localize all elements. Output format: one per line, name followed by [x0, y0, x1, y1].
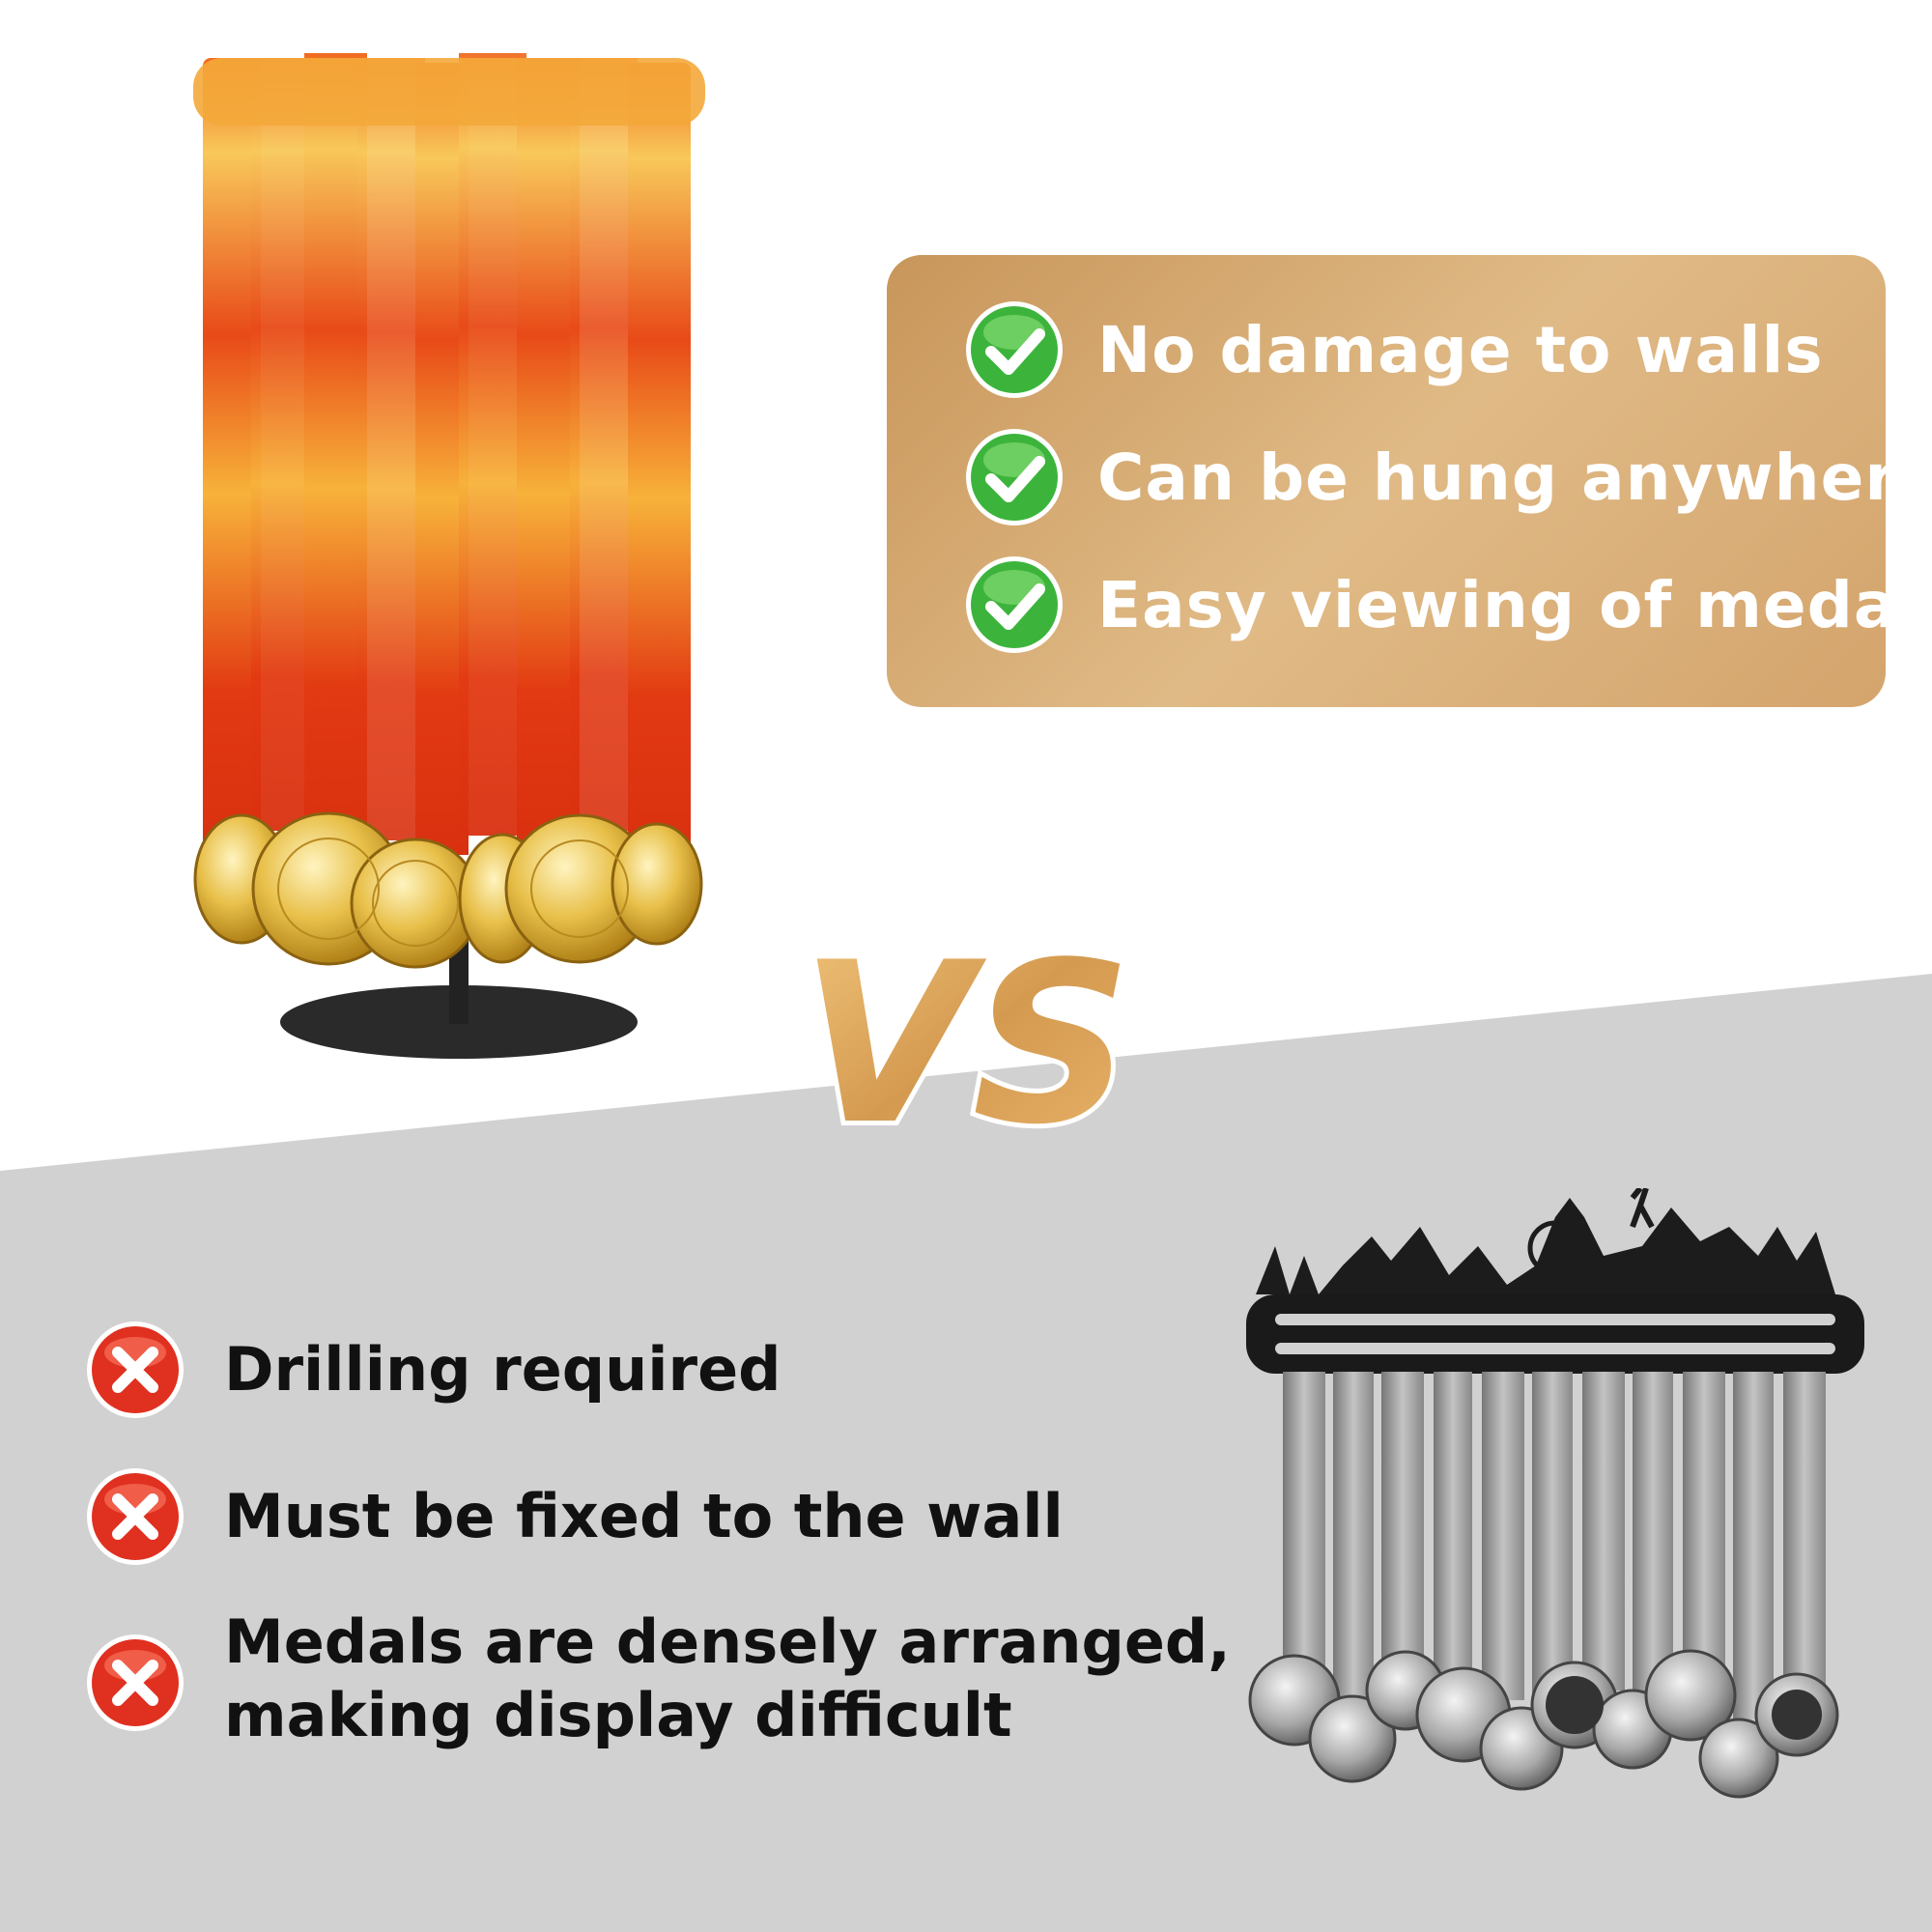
- x-icon: [87, 1321, 184, 1418]
- con-item: [85, 1633, 185, 1733]
- check-icon: [966, 429, 1063, 526]
- pro-label: No damage to walls: [1097, 312, 1824, 387]
- con-item: Drilling required: [85, 1320, 781, 1420]
- pro-item: Can be hung anywhere: [964, 424, 1932, 530]
- pro-item: No damage to walls: [964, 297, 1824, 403]
- pro-label: Can be hung anywhere: [1097, 440, 1932, 515]
- check-icon: [966, 556, 1063, 653]
- con-label: Drilling required: [224, 1334, 781, 1405]
- pro-item: Easy viewing of medals: [964, 552, 1932, 658]
- x-icon: [87, 1468, 184, 1565]
- medal-stand-image: [193, 53, 705, 1059]
- con-label-line2: making display difficult: [224, 1680, 1012, 1750]
- con-label: Medals are densely arranged,: [224, 1606, 1231, 1677]
- x-icon: [87, 1634, 184, 1731]
- vs-text: VS: [800, 927, 1132, 1174]
- check-icon: [966, 301, 1063, 398]
- pros-card: No damage to walls Can be hung anywhere …: [887, 255, 1932, 707]
- con-label: Must be fixed to the wall: [224, 1481, 1064, 1551]
- con-item: Must be fixed to the wall: [85, 1466, 1064, 1567]
- vs-emblem: VS: [795, 927, 1137, 1179]
- pro-label: Easy viewing of medals: [1097, 567, 1932, 642]
- con-label-multiline: Medals are densely arranged, making disp…: [224, 1605, 1231, 1752]
- wall-medal-hanger-image: [1246, 1188, 1864, 1799]
